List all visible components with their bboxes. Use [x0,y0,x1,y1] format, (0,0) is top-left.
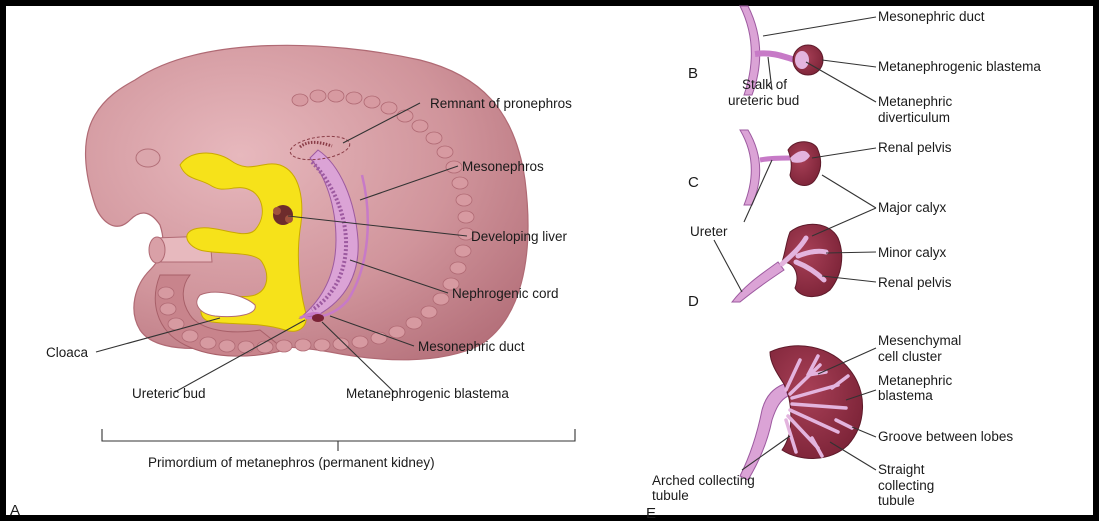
label-metanephrogenic-blastema-a: Metanephrogenic blastema [346,386,509,401]
label-developing-liver: Developing liver [471,229,568,244]
label-cloaca: Cloaca [46,345,89,360]
label-mesenchymal-line-2: cell cluster [878,349,942,364]
label-arched-line-2: tubule [652,488,689,503]
label-primordium-of-metanephros: Primordium of metanephros (permanent kid… [148,455,435,470]
embryo-illustration [86,45,528,360]
label-groove-between-lobes: Groove between lobes [878,429,1013,444]
label-metanephric-diverticulum-1: Metanephric [878,94,953,109]
label-nephrogenic-cord: Nephrogenic cord [452,286,559,301]
panel-letter-a: A [10,502,20,519]
label-metanephric-blastema-line-1: Metanephric [878,373,953,388]
label-straight-line-1: Straight [878,462,925,477]
panel-e-illustration [740,346,863,480]
label-minor-calyx: Minor calyx [878,245,947,260]
label-renal-pelvis-c: Renal pelvis [878,140,952,155]
panel-letter-c: C [688,174,699,191]
label-arched-line-1: Arched collecting [652,473,755,488]
label-stalk-line-2: ureteric bud [728,93,799,108]
panel-letter-d: D [688,293,699,310]
label-metanephric-diverticulum-2: diverticulum [878,110,950,125]
label-major-calyx: Major calyx [878,200,947,215]
panel-c-illustration [740,130,821,205]
panel-letter-b: B [688,65,698,82]
label-stalk-line-1: Stalk of [742,77,787,92]
label-straight-line-2: collecting [878,478,934,493]
label-renal-pelvis-d: Renal pelvis [878,275,952,290]
panel-letter-e: E [646,505,656,521]
label-remnant-of-pronephros: Remnant of pronephros [430,96,572,111]
label-metanephric-blastema-line-2: blastema [878,388,933,403]
label-mesonephros: Mesonephros [462,159,544,174]
label-ureteric-bud: Ureteric bud [132,386,206,401]
label-mesonephric-duct-b: Mesonephric duct [878,9,985,24]
panel-d-illustration [732,224,842,302]
label-ureter: Ureter [690,224,728,239]
label-mesonephric-duct-a: Mesonephric duct [418,339,525,354]
label-straight-line-3: tubule [878,493,915,508]
label-mesenchymal-line-1: Mesenchymal [878,333,961,348]
label-metanephrogenic-blastema-b: Metanephrogenic blastema [878,59,1041,74]
